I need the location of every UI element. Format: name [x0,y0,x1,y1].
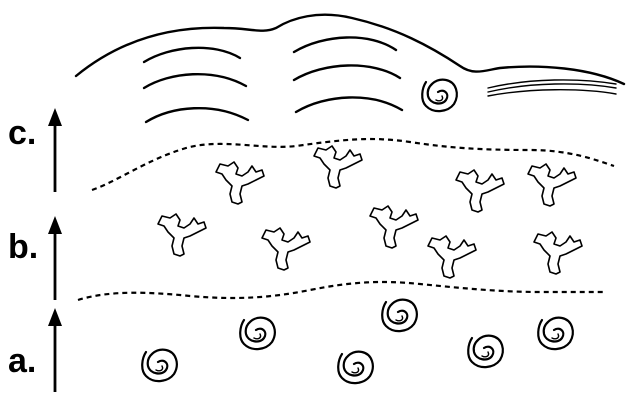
spiral-cell-icon [468,336,503,367]
top-curves-left [144,48,248,122]
amoeboid-cell-icon [370,206,418,248]
spiral-cell-icon [338,352,373,383]
stage-c-label: c. [8,114,36,152]
stage-c-arrow-icon [48,108,62,192]
stage-b-arrow-icon [48,216,62,300]
amoeboid-cell-icon [158,214,206,256]
top-curves-right [294,37,402,112]
stage-b-label: b. [8,228,38,266]
amoeboid-cell-icon [456,170,504,212]
amoeboid-cell-icon [428,236,476,278]
stage-a-label: a. [8,342,36,380]
amoeboid-cell-icon [314,146,362,188]
amoeboid-cell-icon [262,228,310,270]
mature-cell-lines-icon [488,80,616,96]
spiral-cell-icon [382,300,417,331]
spiral-cell-icon [538,318,573,349]
spiral-cell-icon [422,80,457,111]
amoeboid-cell-icon [216,162,264,204]
amoeboid-cell-icon [534,232,582,274]
lower-dashed-boundary [78,282,604,300]
amoeboid-cell-icon [528,164,576,206]
top-contour [76,15,624,84]
spiral-cell-icon [142,350,177,381]
stage-a-arrow-icon [48,308,62,392]
spiral-cell-icon [240,318,275,349]
